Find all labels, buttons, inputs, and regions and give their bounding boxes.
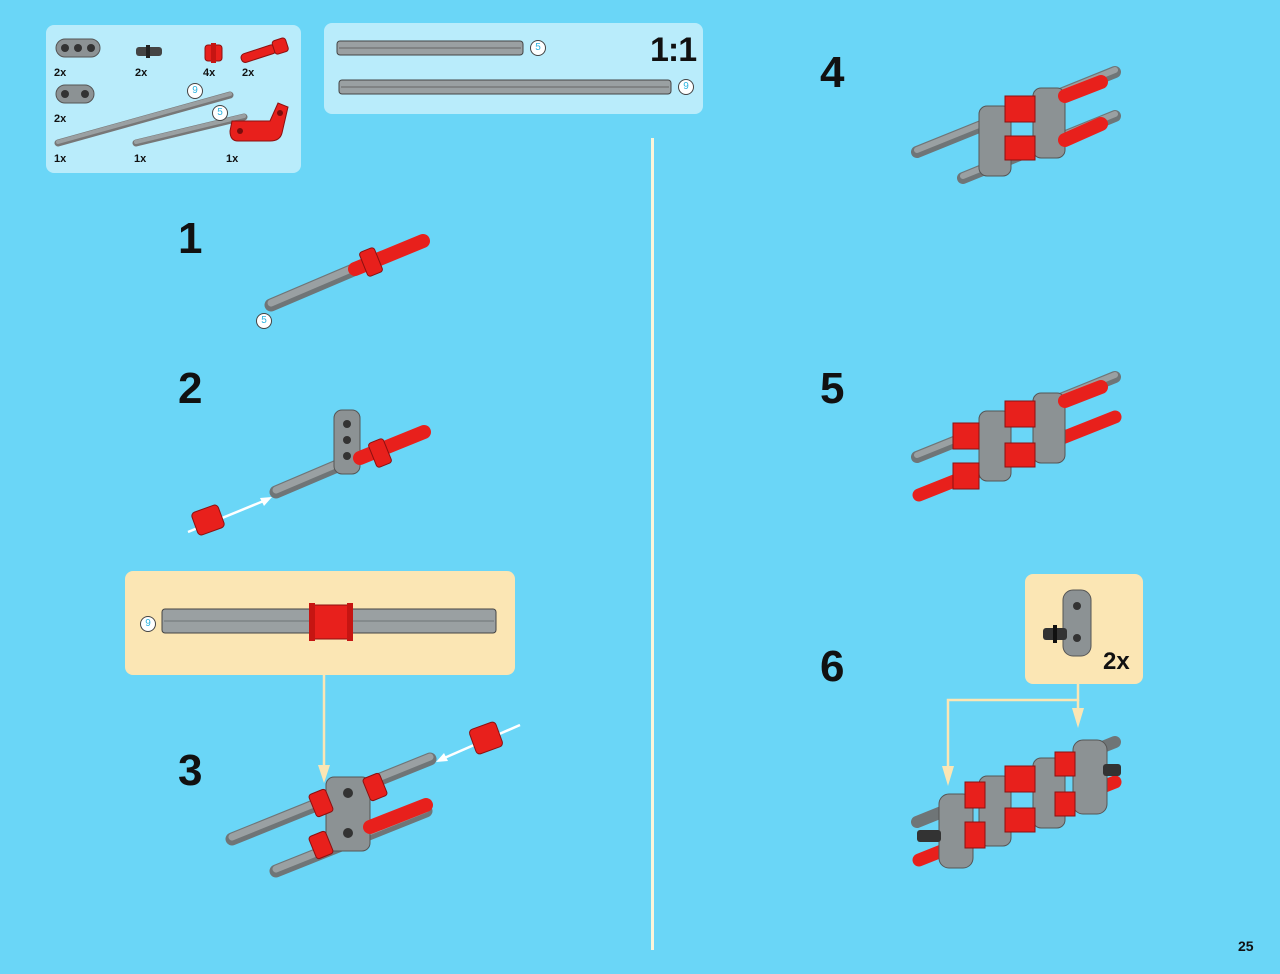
step-number: 4 [820,48,845,97]
parts-list-panel: 2x 2x 4x 2x 2x 9 1x 5 1x 1x [46,25,301,173]
step-number: 1 [178,214,203,263]
step-number: 2 [178,364,203,413]
subassembly-panel: 2x [1025,574,1143,684]
subassembly-panel: 9 [125,571,515,675]
scale-label: 1:1 [650,31,697,69]
beam-with-pin-icon [1043,589,1092,657]
subassembly-axle-bush [161,603,497,641]
axle-length-badge: 5 [212,105,228,121]
qty-label: 1x [54,153,67,165]
qty-label: 1x [134,153,147,165]
axle-length-badge: 5 [256,313,272,329]
subassembly-qty: 2x [1103,648,1130,675]
axle-5-icon [132,113,248,147]
connector-pin-icon [136,45,162,58]
page-number: 25 [1238,938,1254,954]
beam-double-icon [55,84,95,104]
step-2-assembly [187,409,431,536]
qty-label: 1x [226,153,239,165]
bush-icon [204,43,223,63]
axle-length-badge: 9 [140,616,156,632]
axle-length-badge: 9 [187,83,203,99]
scale-reference-panel: 5 9 1:1 [324,23,703,114]
qty-label: 2x [54,67,67,79]
axle-pin-icon [240,37,289,63]
step-number: 3 [178,746,203,795]
callout-arrow [942,684,1084,786]
qty-label: 2x [54,113,67,125]
step-number: 5 [820,364,845,413]
angle-beam-icon [229,102,289,142]
step-5-assembly [911,371,1122,502]
step-6-assembly [911,736,1122,869]
axle-5-scale-icon [336,40,524,56]
axle-9-icon [54,91,234,147]
step-1-assembly [264,234,430,312]
axle-9-scale-icon [338,79,672,95]
column-divider [651,138,654,950]
axle-length-badge: 9 [678,79,694,95]
step-number: 6 [820,642,845,691]
qty-label: 2x [242,67,255,79]
qty-label: 2x [135,67,148,79]
step-3-assembly [225,721,521,878]
callout-arrow [318,675,330,783]
step-4-assembly [911,66,1121,184]
beam-3-icon [55,38,101,58]
axle-length-badge: 5 [530,40,546,56]
qty-label: 4x [203,67,216,79]
